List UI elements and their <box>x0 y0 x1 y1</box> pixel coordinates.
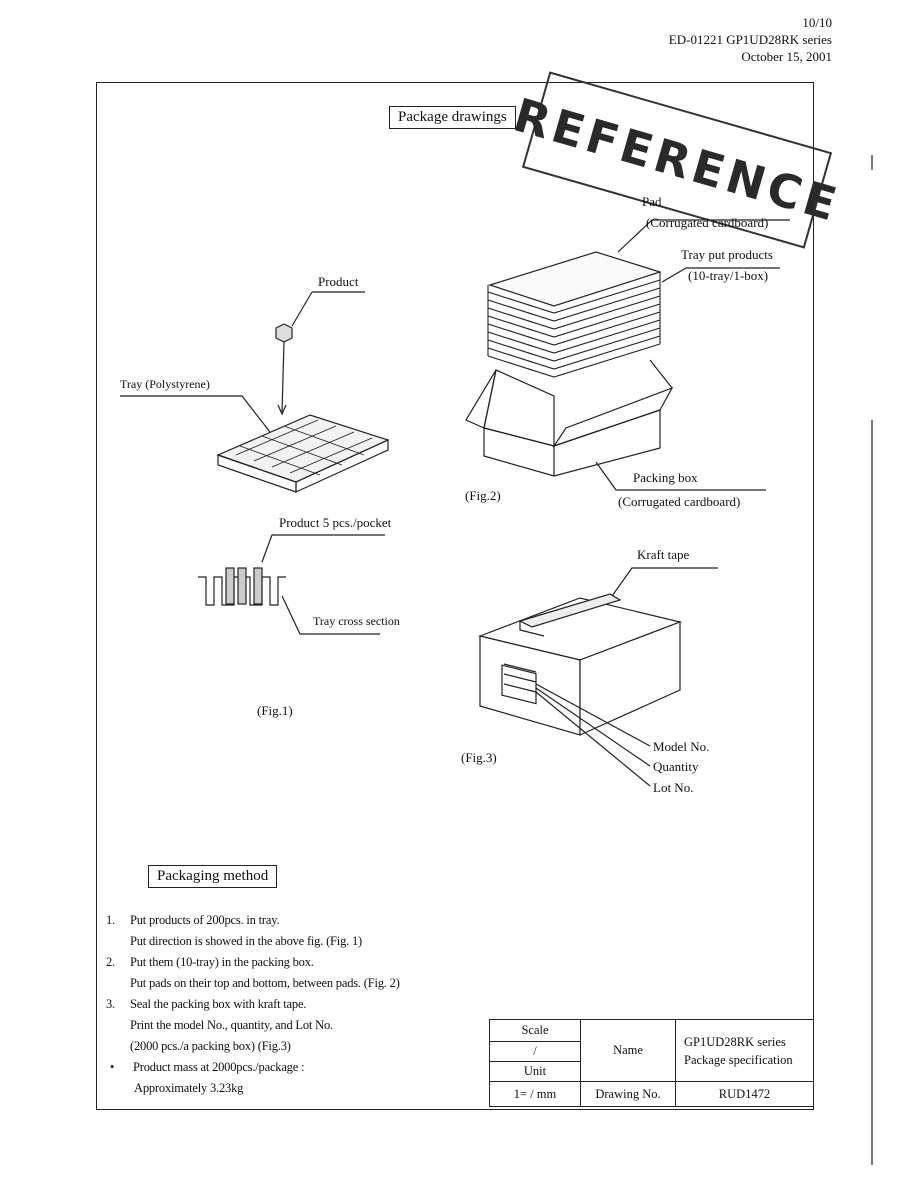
product-label: Product <box>318 274 359 289</box>
lot-no-label: Lot No. <box>653 780 694 795</box>
packaging-method-label: Packaging method <box>148 865 278 888</box>
packing-box-drawing <box>465 359 674 477</box>
fig1-caption: (Fig.1) <box>257 703 293 718</box>
kraft-tape-label: Kraft tape <box>637 547 690 562</box>
scale-label: Scale <box>489 1019 581 1042</box>
drawing-frame <box>96 82 814 1110</box>
unit-value: 1= / mm <box>489 1081 581 1107</box>
fig3-caption: (Fig.3) <box>461 750 497 765</box>
model-no-label: Model No. <box>653 739 710 754</box>
packing-box-label: Packing box <box>633 470 698 485</box>
tray-cross-section-label: Tray cross section <box>313 614 400 628</box>
tray-drawing <box>216 414 390 493</box>
page-number: 10/10 <box>802 15 832 30</box>
sealed-box-drawing <box>477 593 683 736</box>
tray-count-label: (10-tray/1-box) <box>688 268 769 283</box>
stacked-trays-drawing <box>487 251 662 378</box>
package-drawings-label: Package drawings <box>389 106 516 129</box>
name-label: Name <box>580 1019 676 1082</box>
pad-label: Pad <box>642 194 662 209</box>
tray-put-label: Tray put products <box>681 247 773 262</box>
quantity-label: Quantity <box>653 759 699 774</box>
product-drawing <box>275 291 365 416</box>
product-pocket-label: Product 5 pcs./pocket <box>279 515 392 530</box>
pad-material-label: (Corrugated cardboard) <box>646 215 769 230</box>
document-code: ED-01221 GP1UD28RK series <box>668 32 832 47</box>
name-value: GP1UD28RK series Package specification <box>675 1019 814 1082</box>
unit-label: Unit <box>489 1061 581 1082</box>
drawing-no-value: RUD1472 <box>675 1081 814 1107</box>
scale-value: / <box>489 1041 581 1062</box>
drawing-no-label: Drawing No. <box>580 1081 676 1107</box>
tray-label: Tray (Polystyrene) <box>120 377 210 391</box>
box-material-label: (Corrugated cardboard) <box>618 494 741 509</box>
tray-cross-section-drawing <box>198 567 286 606</box>
title-block: Scale Name GP1UD28RK series Package spec… <box>489 1019 814 1107</box>
fig2-caption: (Fig.2) <box>465 488 501 503</box>
document-date: October 15, 2001 <box>741 49 832 64</box>
